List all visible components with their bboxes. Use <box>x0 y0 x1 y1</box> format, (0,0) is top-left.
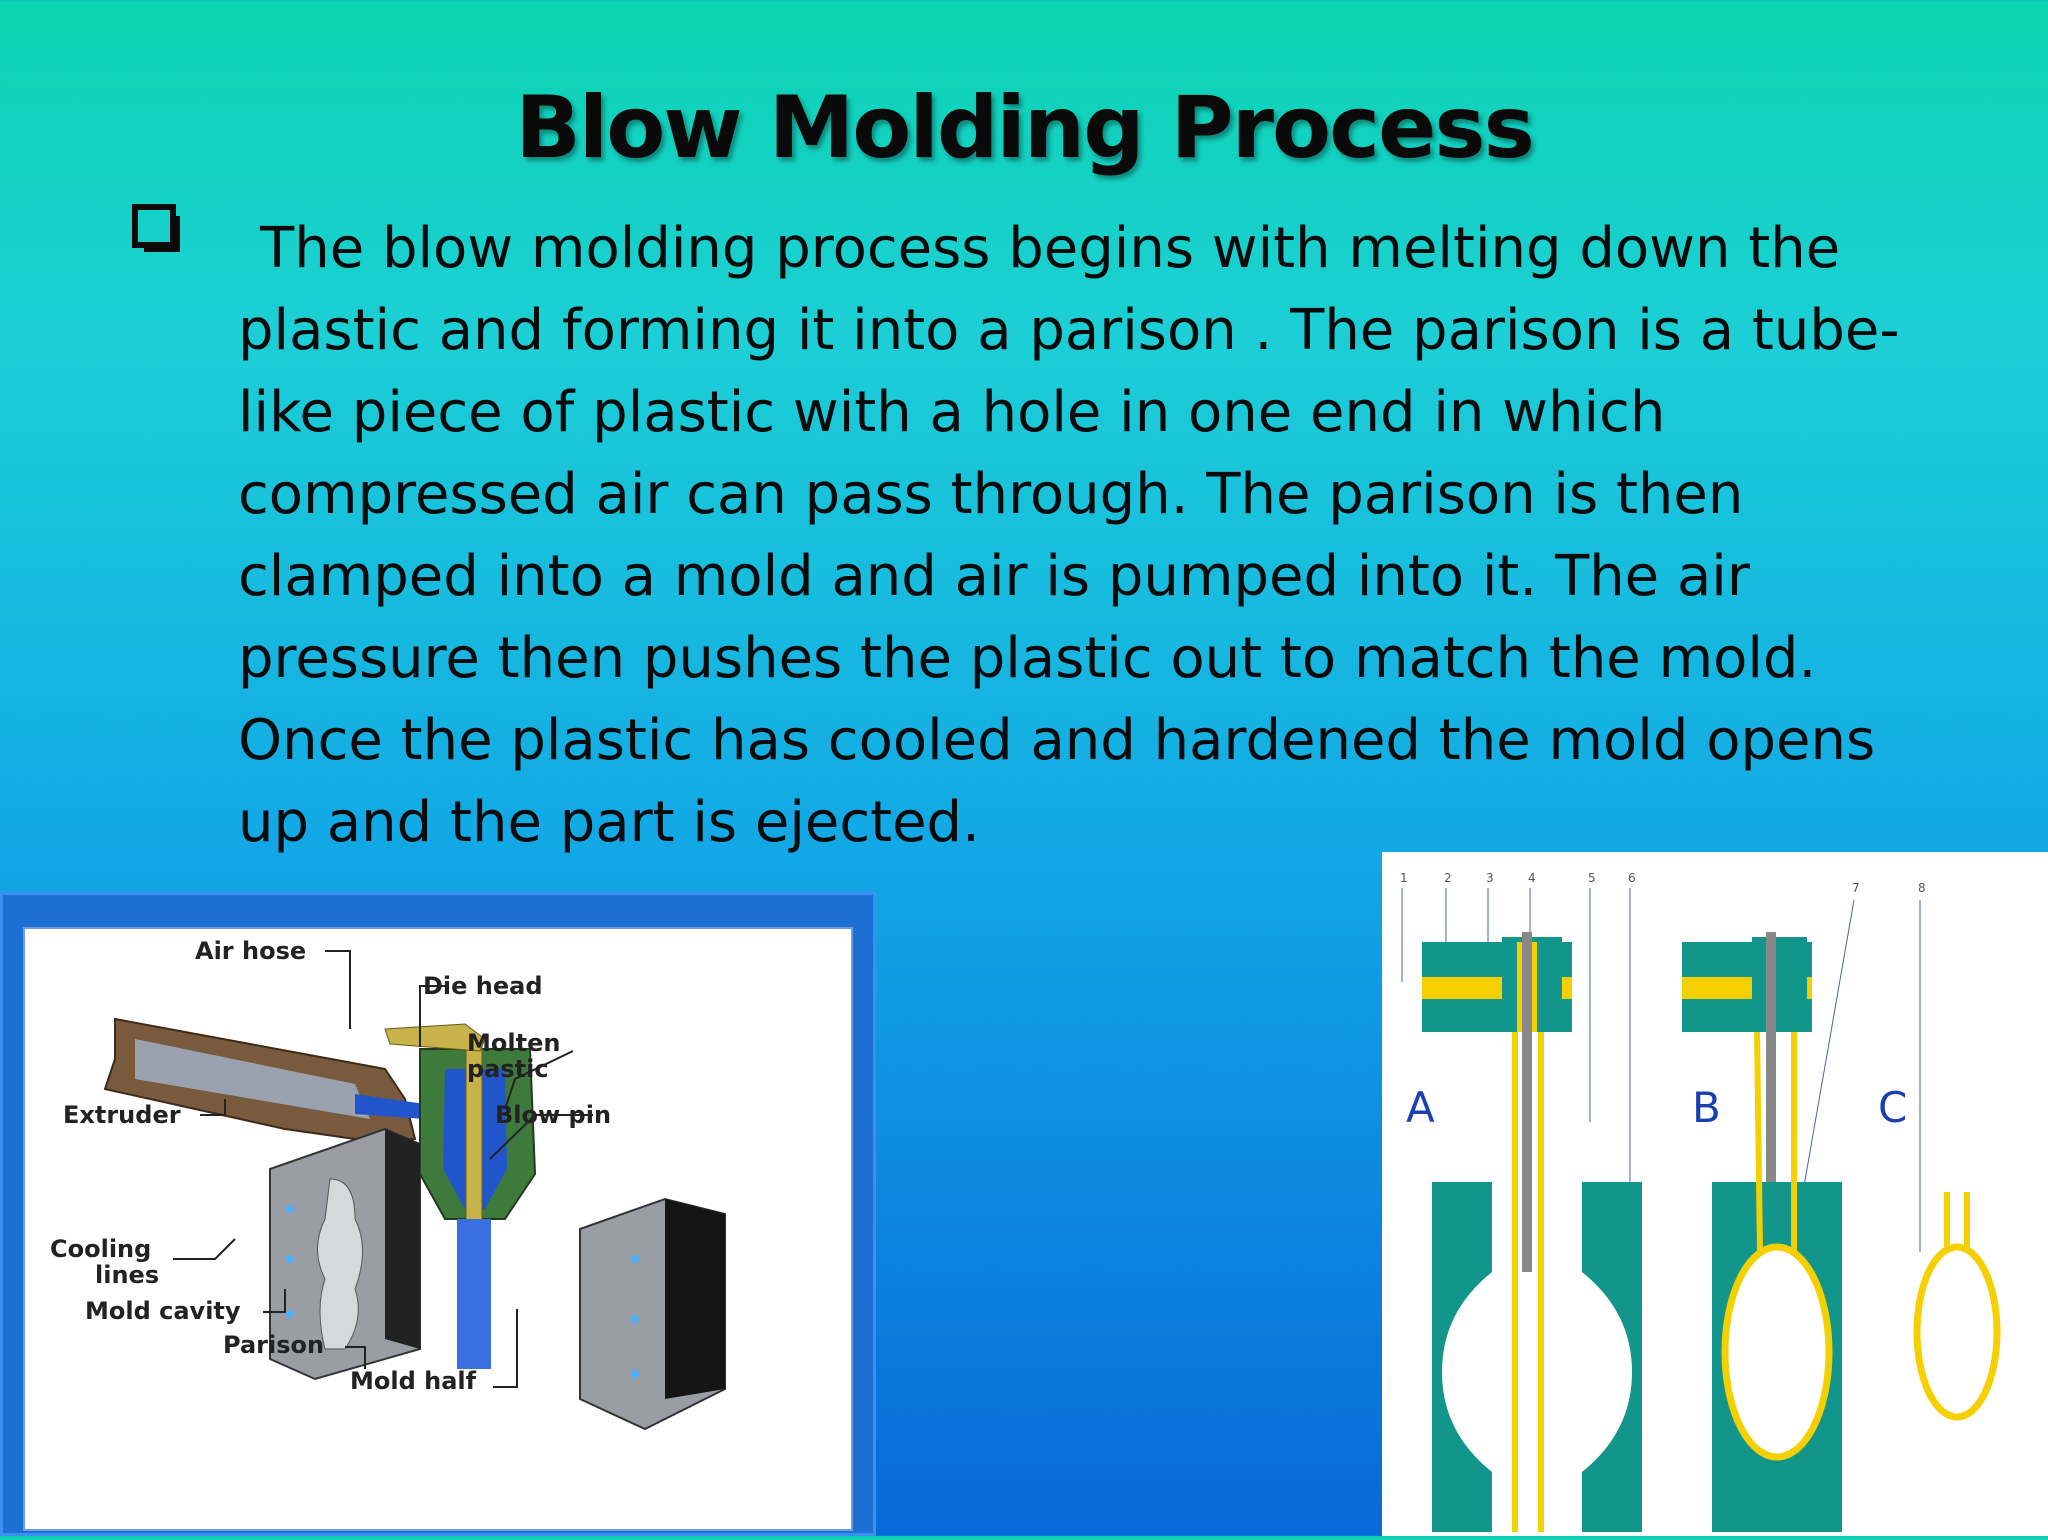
blow-molding-stages-figure: 1 2 3 4 5 6 7 8 A <box>1382 852 2048 1536</box>
stage-number: 2 <box>1444 871 1452 885</box>
body-line: compressed air can pass through. The par… <box>238 462 1744 527</box>
checkbox-bullet-icon <box>132 204 182 254</box>
slide-title: Blow Molding Process <box>515 78 1535 178</box>
stage-leader-lines <box>1401 888 1921 1313</box>
mold-half-left-side <box>385 1129 420 1349</box>
stages-diagram-svg: 1 2 3 4 5 6 7 8 A <box>1400 871 2001 1532</box>
parison <box>457 1219 491 1369</box>
cooling-line-dot <box>286 1255 294 1263</box>
stage-number: 7 <box>1852 881 1860 895</box>
label-lines: lines <box>95 1261 159 1289</box>
mold-cavity <box>317 1178 363 1350</box>
stage-a-mold-left <box>1432 1182 1492 1532</box>
stage-label-a: A <box>1406 1083 1435 1132</box>
body-line: The blow molding process begins with mel… <box>260 216 1841 281</box>
stage-a-blow-pin <box>1522 932 1532 1272</box>
cooling-line-dot <box>631 1255 639 1263</box>
stage-label-b: B <box>1692 1083 1721 1132</box>
label-die-head: Die head <box>423 972 543 1000</box>
machine-diagram-panel: Air hose Die head Molten pastic Extruder… <box>23 927 853 1531</box>
label-cooling: Cooling <box>50 1235 151 1263</box>
stage-number: 6 <box>1628 871 1636 885</box>
label-extruder: Extruder <box>63 1101 181 1129</box>
stage-b-die-body <box>1752 937 1807 1032</box>
cooling-line-dot <box>631 1370 639 1378</box>
blow-molding-machine-figure: Air hose Die head Molten pastic Extruder… <box>0 892 876 1536</box>
machine-diagram-svg: Air hose Die head Molten pastic Extruder… <box>50 937 726 1431</box>
stage-b-parison-inflated <box>1721 1243 1833 1461</box>
label-pastic: pastic <box>467 1055 549 1083</box>
stage-a-parison-left <box>1512 1032 1518 1532</box>
label-parison: Parison <box>223 1331 324 1359</box>
body-line: up and the part is ejected. <box>238 790 980 855</box>
label-molten: Molten <box>467 1029 560 1057</box>
body-line: Once the plastic has cooled and hardened… <box>238 708 1876 773</box>
mold-half-right-side <box>665 1199 725 1399</box>
stage-label-c: C <box>1878 1083 1907 1132</box>
stage-a-parison-right <box>1538 1032 1544 1532</box>
label-blow-pin: Blow pin <box>495 1101 611 1129</box>
stage-number: 5 <box>1588 871 1596 885</box>
body-line: like piece of plastic with a hole in one… <box>238 380 1666 445</box>
cooling-line-dot <box>286 1205 294 1213</box>
label-air-hose: Air hose <box>195 937 306 965</box>
body-paragraph: The blow molding process begins with mel… <box>238 208 1938 864</box>
cooling-line-dot <box>286 1310 294 1318</box>
label-mold-half: Mold half <box>350 1367 477 1395</box>
body-line: pressure then pushes the plastic out to … <box>238 626 1817 691</box>
leader-lines <box>173 950 593 1388</box>
stage-number: 1 <box>1400 871 1408 885</box>
cooling-line-dot <box>631 1315 639 1323</box>
extruder-melt-channel <box>355 1094 425 1119</box>
stage-a-mold-right <box>1582 1182 1642 1532</box>
body-line: clamped into a mold and air is pumped in… <box>238 544 1750 609</box>
stage-b-blow-pin <box>1766 932 1776 1312</box>
air-hose <box>384 1023 486 1052</box>
stage-number: 3 <box>1486 871 1494 885</box>
stage-c-finished-part <box>1913 1243 2001 1421</box>
stage-number: 4 <box>1528 871 1536 885</box>
extruder-screw <box>135 1039 370 1119</box>
body-line: plastic and forming it into a parison . … <box>238 298 1900 363</box>
stage-number: 8 <box>1918 881 1926 895</box>
label-mold-cavity: Mold cavity <box>85 1297 241 1325</box>
